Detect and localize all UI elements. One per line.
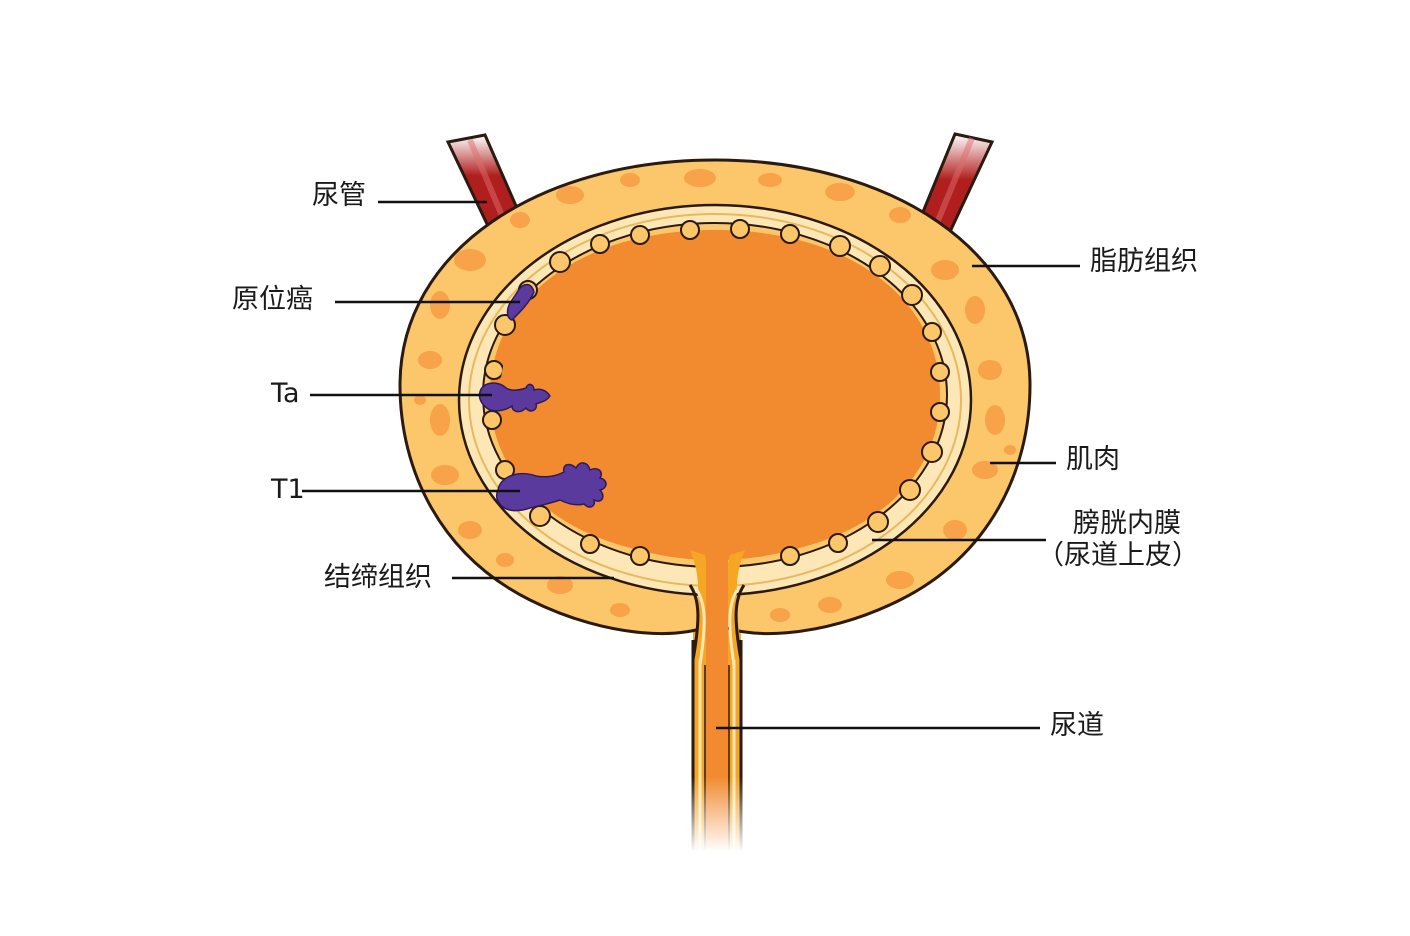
label-t1: T1: [271, 474, 305, 505]
label-ureter: 尿管: [312, 180, 366, 211]
leader-lines: [302, 200, 1080, 730]
tumor-t1: [495, 462, 607, 512]
label-ta: Ta: [271, 378, 300, 409]
label-urethra: 尿道: [1050, 710, 1104, 741]
tumors: [478, 283, 607, 512]
bladder-neck: [688, 545, 746, 666]
urethra-tube: [685, 600, 749, 852]
tumor-ta: [478, 382, 551, 413]
label-fat-tissue: 脂肪组织: [1090, 246, 1198, 277]
label-bladder-lining-line2: （尿道上皮）: [1037, 540, 1199, 572]
tumor-carcinoma-in-situ: [506, 283, 535, 321]
fat-blobs: [414, 169, 1016, 622]
label-carcinoma-in-situ: 原位癌: [232, 284, 313, 315]
bladder-interior: [482, 219, 950, 566]
label-connective-tissue: 结缔组织: [324, 562, 432, 593]
label-bladder-lining: 膀胱内膜 （尿道上皮）: [1037, 508, 1202, 573]
label-muscle: 肌肉: [1066, 444, 1120, 475]
label-bladder-lining-line1: 膀胱内膜: [1073, 508, 1181, 539]
ureters: [445, 132, 995, 238]
